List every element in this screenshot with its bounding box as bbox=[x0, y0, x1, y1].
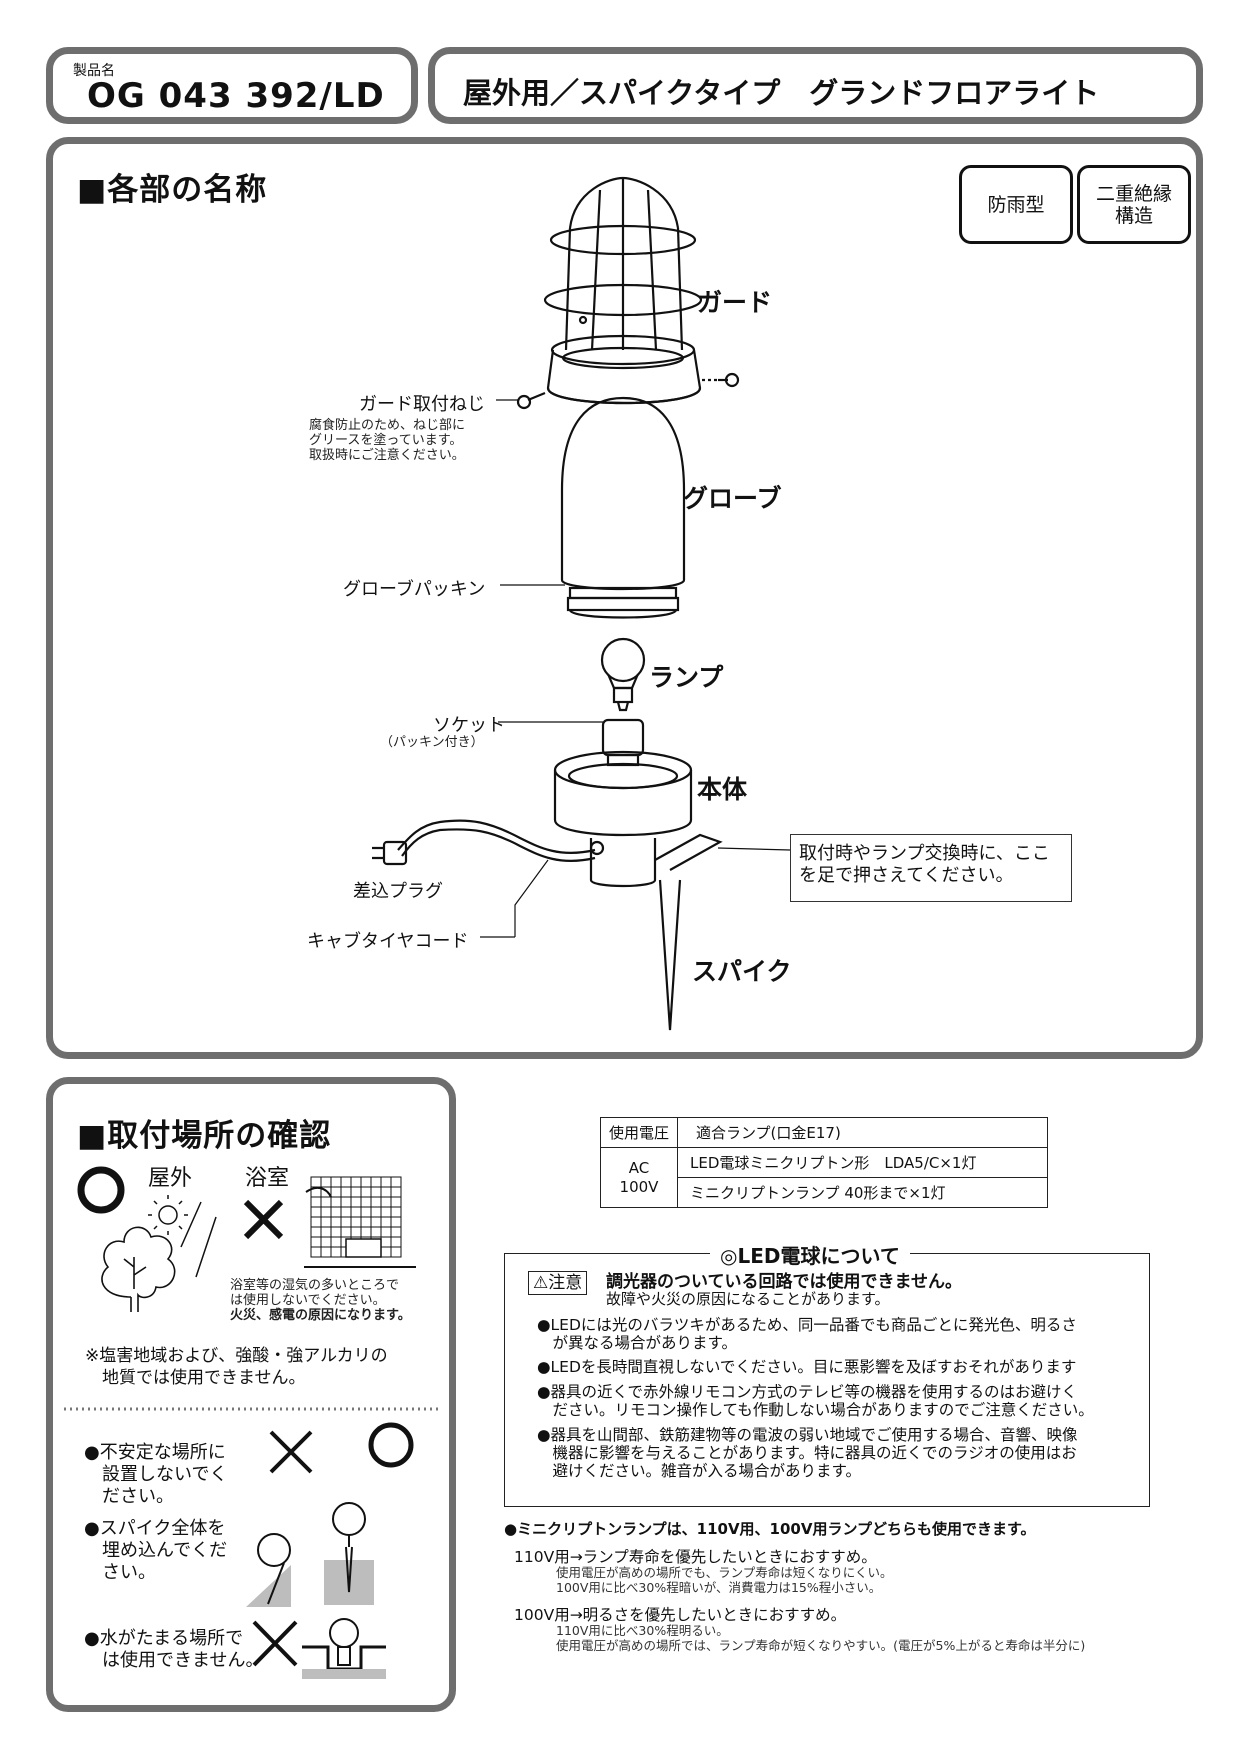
table-row: ミニクリプトンランプ 40形まで×1灯 bbox=[601, 1177, 1048, 1208]
spec-lamp-led: LED電球ミニクリプトン形 LDA5/C×1灯 bbox=[677, 1147, 1048, 1178]
socket-note: （パッキン付き） bbox=[380, 735, 484, 750]
location-illustrations bbox=[64, 1166, 438, 1679]
spec-voltage-value: AC 100V bbox=[600, 1147, 678, 1208]
callout-text: 取付時やランプ交換時に、ここ を足で押さえてください。 bbox=[799, 843, 1050, 886]
product-code: OG 043 392/LD bbox=[87, 76, 385, 116]
table-row: 使用電圧 適合ランプ(口金E17) bbox=[600, 1117, 1048, 1148]
label-cord: キャブタイヤコード bbox=[307, 931, 469, 952]
spec-lamp-krypton: ミニクリプトンランプ 40形まで×1灯 bbox=[677, 1177, 1048, 1208]
label-lamp: ランプ bbox=[649, 663, 724, 692]
callout-box: 取付時やランプ交換時に、ここ を足で押さえてください。 bbox=[790, 834, 1072, 902]
guard-screw-note: 腐食防止のため、ねじ部に グリースを塗っています。 取扱時にご注意ください。 bbox=[309, 418, 466, 463]
label-spike: スパイク bbox=[692, 957, 792, 986]
sun-icon bbox=[148, 1195, 188, 1235]
bathroom-label: 浴室 bbox=[245, 1166, 290, 1191]
location-item-unstable: ●不安定な場所に 設置しないでく ださい。 bbox=[84, 1442, 228, 1507]
ng-cross-icon bbox=[243, 1199, 284, 1240]
parts-illustration bbox=[372, 176, 791, 1031]
rain-lines-icon bbox=[180, 1201, 217, 1278]
ng-cross-icon bbox=[252, 1620, 298, 1667]
spike-illustration bbox=[658, 879, 682, 1031]
location-item-bury: ●スパイク全体を 埋め込んでくだ さい。 bbox=[84, 1518, 228, 1583]
title-box: 屋外用／スパイクタイプ グランドフロアライト bbox=[428, 47, 1203, 124]
caution-main: 調光器のついている回路では使用できません。 bbox=[606, 1272, 962, 1292]
lamp-ball-icon bbox=[332, 1502, 366, 1536]
spec-header-lamp: 適合ランプ(口金E17) bbox=[677, 1117, 1048, 1148]
guard-screw-illustration bbox=[516, 372, 740, 410]
lamp-note-100-head: 100V用→明るさを優先したいときにおすすめ。 bbox=[514, 1606, 847, 1624]
cord-illustration bbox=[372, 819, 596, 866]
lamp-note-100-body: 110V用に比べ30%程明るい。 使用電圧が高めの場所では、ランプ寿命が短くなり… bbox=[556, 1623, 1086, 1653]
bath-note: 浴室等の湿気の多いところで は使用しないでください。 bbox=[230, 1278, 400, 1308]
page-title: 屋外用／スパイクタイプ グランドフロアライト bbox=[463, 76, 1100, 110]
lamp-ball-icon bbox=[257, 1533, 291, 1567]
label-body: 本体 bbox=[697, 775, 748, 804]
caution-sub: 故障や火災の原因になることがあります。 bbox=[606, 1290, 890, 1308]
caution-tag: ⚠注意 bbox=[528, 1271, 588, 1295]
label-guard-screw: ガード取付ねじ bbox=[359, 394, 485, 415]
lamp-ball-icon bbox=[329, 1618, 359, 1648]
ok-circle-icon bbox=[368, 1422, 414, 1468]
bathroom-icon bbox=[304, 1176, 416, 1268]
parts-section-title: ■各部の名称 bbox=[77, 172, 268, 208]
lamp-note-110-head: 110V用→ランプ寿命を優先したいときにおすすめ。 bbox=[514, 1548, 877, 1566]
tree-icon bbox=[101, 1226, 176, 1312]
lamp-illustration bbox=[600, 637, 646, 712]
spec-table: 使用電圧 適合ランプ(口金E17) AC 100V LED電球ミニクリプトン形 … bbox=[600, 1117, 1048, 1208]
led-bullet: ●LEDには光のバラツキがあるため、同一品番でも商品ごとに発光色、明るさ が異な… bbox=[537, 1316, 1077, 1352]
ok-circle-icon bbox=[77, 1166, 125, 1214]
led-notice-title: ◎LED電球について bbox=[710, 1240, 910, 1269]
badge-double-insulation: 二重絶縁 構造 bbox=[1077, 165, 1191, 244]
outdoor-label: 屋外 bbox=[148, 1166, 193, 1191]
globe-illustration bbox=[560, 396, 686, 619]
label-socket: ソケット bbox=[433, 715, 505, 736]
bath-warning: 火災、感電の原因になります。 bbox=[230, 1308, 411, 1323]
badge-rainproof: 防雨型 bbox=[959, 165, 1073, 244]
product-caption: 製品名 bbox=[73, 63, 115, 79]
ng-cross-icon bbox=[269, 1430, 313, 1474]
table-row: AC 100V LED電球ミニクリプトン形 LDA5/C×1灯 bbox=[600, 1147, 1048, 1208]
lamp-note-110-body: 使用電圧が高めの場所でも、ランプ寿命は短くなりにくい。 100V用に比べ30%程… bbox=[556, 1565, 893, 1595]
salt-note: ※塩害地域および、強酸・強アルカリの 地質では使用できません。 bbox=[85, 1346, 388, 1388]
spec-header-voltage: 使用電圧 bbox=[600, 1117, 678, 1148]
led-bullet: ●器具の近くで赤外線リモコン方式のテレビ等の機器を使用するのはお避けく ださい。… bbox=[537, 1383, 1094, 1419]
led-bullet: ●LEDを長時間直視しないでください。目に悪影響を及ぼすおそれがあります bbox=[537, 1358, 1077, 1376]
lamp-note-intro: ●ミニクリプトンランプは、110V用、100V用ランプどちらも使用できます。 bbox=[504, 1520, 1036, 1538]
label-guard: ガード bbox=[697, 288, 773, 317]
location-item-water: ●水がたまる場所で は使用できません。 bbox=[84, 1628, 264, 1671]
body-illustration bbox=[553, 718, 723, 888]
product-code-box: 製品名 OG 043 392/LD bbox=[46, 47, 418, 124]
guard-illustration bbox=[543, 176, 703, 405]
label-globe-packing: グローブパッキン bbox=[343, 579, 486, 600]
led-bullet: ●器具を山間部、鉄筋建物等の電波の弱い地域でご使用する場合、音響、映像 機器に影… bbox=[537, 1426, 1078, 1480]
label-plug: 差込プラグ bbox=[353, 881, 443, 902]
label-globe: グローブ bbox=[683, 484, 782, 513]
location-section-title: ■取付場所の確認 bbox=[77, 1118, 332, 1154]
